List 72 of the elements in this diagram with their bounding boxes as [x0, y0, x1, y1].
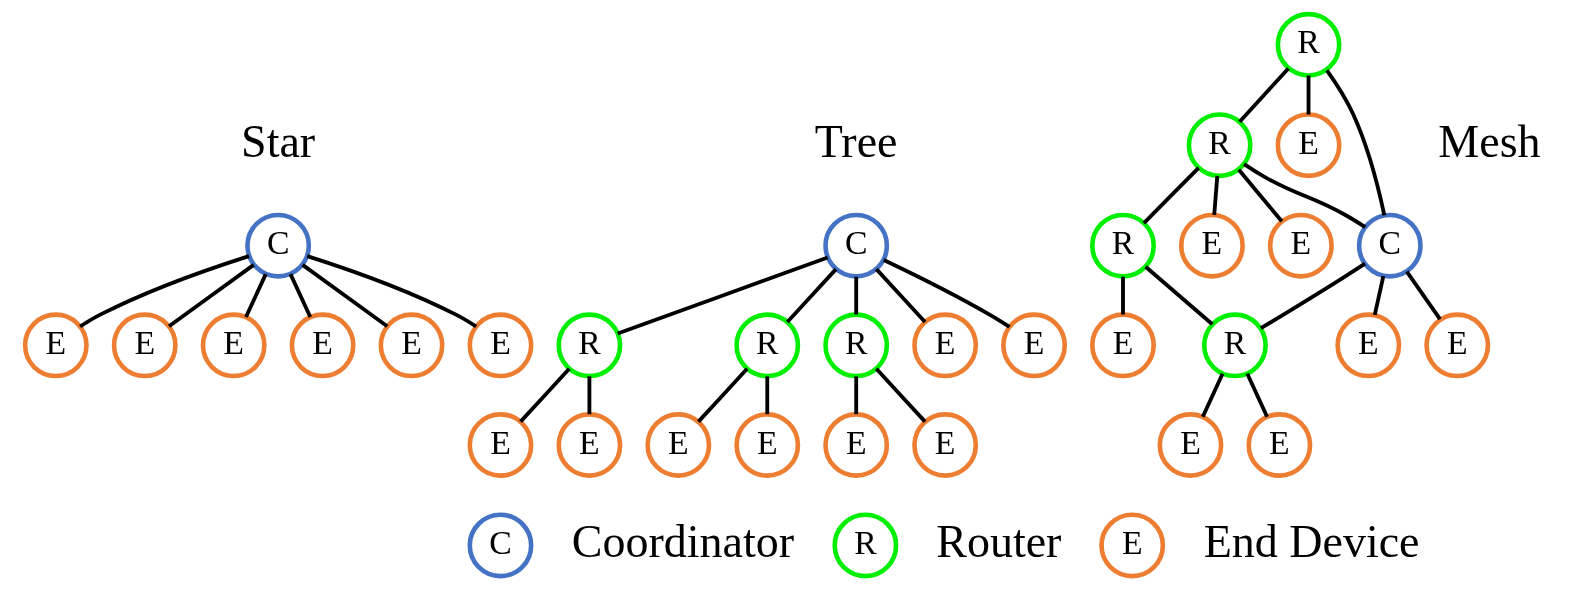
node-circle: E	[733, 412, 800, 478]
node-circle: R	[1089, 212, 1156, 279]
connector	[882, 258, 1010, 329]
node-circle: E	[467, 412, 533, 478]
node-circle: E	[289, 312, 356, 379]
connector	[1143, 265, 1214, 326]
node-circle: E	[378, 312, 444, 379]
node-circle: R	[1186, 112, 1253, 179]
node-circle: E	[1275, 112, 1341, 179]
node-circle: E	[22, 312, 89, 379]
connector	[616, 255, 828, 336]
node-circle: R	[1201, 312, 1268, 379]
node-circle: E	[644, 412, 711, 478]
connector	[243, 273, 267, 318]
label: Star	[240, 115, 315, 167]
node-label: End Device	[1203, 515, 1420, 567]
connector	[874, 267, 926, 324]
connector	[1324, 69, 1386, 216]
connector	[1120, 276, 1125, 315]
connector	[1242, 162, 1366, 229]
node-circle: C	[1356, 212, 1423, 279]
node-circle: E	[1267, 212, 1334, 279]
connector	[518, 367, 571, 423]
connector	[78, 254, 250, 329]
connector	[301, 263, 388, 328]
node-circle: R	[822, 312, 889, 379]
node-circle: R	[1275, 11, 1341, 78]
node-circle: E	[1178, 212, 1245, 279]
node-circle: E	[555, 412, 622, 478]
node-circle: E	[822, 412, 889, 478]
connector	[587, 376, 591, 415]
connector	[1404, 270, 1442, 321]
connector	[785, 267, 837, 324]
connector	[167, 263, 255, 328]
connector	[764, 376, 769, 415]
connector	[1259, 262, 1366, 330]
connector	[696, 367, 748, 423]
node-circle: C	[822, 212, 889, 279]
label: Mesh	[1437, 115, 1541, 167]
node-circle: E	[200, 312, 267, 379]
connector	[1236, 168, 1283, 223]
connector	[853, 376, 858, 415]
node-circle: E	[111, 312, 178, 379]
connector	[1200, 373, 1224, 418]
node-circle: E	[1000, 312, 1067, 379]
node-label: Router	[935, 515, 1061, 567]
connector	[1142, 166, 1200, 225]
node-label: Coordinator	[571, 515, 794, 567]
label: Tree	[814, 115, 898, 167]
connector	[288, 273, 312, 318]
connector	[1245, 372, 1269, 418]
connector	[1306, 75, 1310, 115]
node-circle: C	[244, 212, 311, 279]
connector	[1237, 67, 1290, 123]
node-circle: R	[733, 312, 800, 379]
node-circle: E	[911, 412, 978, 478]
connector	[306, 254, 477, 329]
node-circle: R	[831, 512, 898, 579]
node-circle: E	[1089, 312, 1156, 379]
node-circle: E	[467, 312, 533, 379]
connector	[1211, 175, 1219, 216]
node-circle: R	[555, 312, 622, 379]
node-circle: C	[467, 512, 533, 579]
node-circle: E	[1245, 412, 1312, 478]
connector	[874, 367, 926, 423]
node-circle: E	[911, 312, 978, 379]
node-circle: E	[1334, 312, 1401, 379]
node-circle: E	[1157, 412, 1223, 478]
node-circle: E	[1098, 512, 1165, 579]
connector	[853, 276, 858, 315]
node-circle: E	[1423, 312, 1490, 379]
connector	[1372, 275, 1385, 316]
